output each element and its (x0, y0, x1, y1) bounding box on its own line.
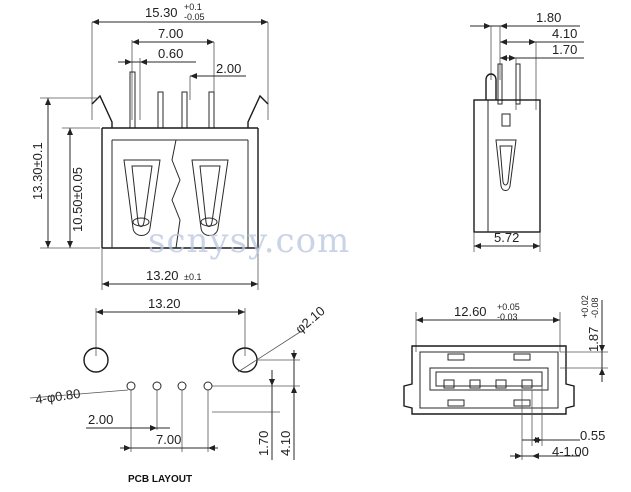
front-view: 15.30 +0.1 -0.05 7.00 0.60 2.00 (30, 2, 269, 290)
dim-pcb-pin-pitch: 2.00 (88, 412, 113, 427)
dim-body-width-tol: ±0.1 (184, 272, 201, 282)
dim-pcb-row-offset: 1.70 (256, 431, 271, 456)
dim-side-b: 4.10 (552, 26, 577, 41)
dim-pcb-mount-hole: φ2.10 (292, 303, 327, 336)
pcb-layout: 13.20 φ2.10 4-φ0.80 2.00 7.00 (29, 296, 328, 485)
dim-pin-pitch: 2.00 (216, 61, 241, 76)
watermark: scnysy.com (148, 221, 350, 261)
dim-port-opening-width: 12.60 (454, 304, 487, 319)
dim-pcb-mount-offset: 4.10 (278, 431, 293, 456)
dim-overall-height: 13.30±0.1 (30, 142, 45, 200)
dim-pcb-pin-holes: 4-φ0.80 (34, 386, 81, 407)
dim-body-width: 13.20 (146, 268, 179, 283)
dim-overall-width: 15.30 (145, 5, 178, 20)
dim-side-c: 1.70 (552, 42, 577, 57)
dim-pcb-mount-span: 13.20 (148, 296, 181, 311)
dim-pin-pitch-inner: 0.60 (158, 46, 183, 61)
dim-port-opening-tol-plus: +0.05 (497, 302, 520, 312)
dim-port-opening-tol-minus: -0.03 (497, 312, 518, 322)
dim-pcb-pin-span: 7.00 (156, 432, 181, 447)
pcb-layout-label: PCB LAYOUT (128, 474, 192, 485)
dim-side-depth: 5.72 (494, 230, 519, 245)
dim-port-height: 1.87 (586, 327, 601, 352)
dim-pin-span: 7.00 (158, 26, 183, 41)
dim-overall-width-tol-minus: -0.05 (184, 12, 205, 22)
port-view: 12.60 +0.05 -0.03 1.87 +0.02 -0.08 (403, 295, 608, 460)
side-view: 1.80 4.10 1.70 5.72 (470, 10, 584, 252)
dim-port-height-tol-minus: -0.08 (590, 297, 600, 318)
dim-port-contact-pitch: 4-1.00 (552, 444, 589, 459)
dim-port-height-tol-plus: +0.02 (580, 295, 590, 318)
dim-port-contact-gap: 0.55 (580, 428, 605, 443)
dim-body-height: 10.50±0.05 (70, 167, 85, 232)
dim-overall-width-tol-plus: +0.1 (184, 2, 202, 12)
dim-side-a: 1.80 (536, 10, 561, 25)
